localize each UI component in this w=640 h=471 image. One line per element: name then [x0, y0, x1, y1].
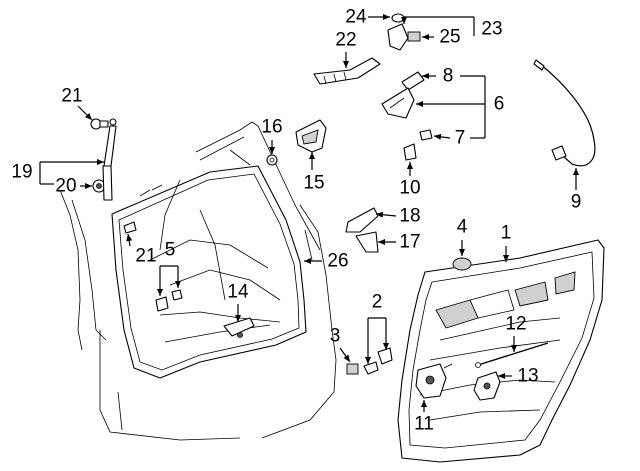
hinge-bracket-part: [295, 119, 327, 153]
callout-5[interactable]: 5: [165, 240, 176, 261]
callout-8[interactable]: 8: [443, 66, 454, 87]
callout-15[interactable]: 15: [303, 173, 324, 194]
callout-4[interactable]: 4: [457, 217, 468, 238]
callout-21-upper[interactable]: 21: [61, 86, 82, 107]
callout-12[interactable]: 12: [505, 314, 526, 335]
callout-13[interactable]: 13: [517, 366, 538, 387]
handle-cover-part: [401, 71, 425, 91]
callout-17[interactable]: 17: [399, 232, 420, 253]
lower-hinge-part: [223, 317, 255, 338]
trim-bracket-part: [345, 207, 379, 233]
handle-clip-part: [419, 129, 433, 141]
callout-20[interactable]: 20: [55, 176, 76, 197]
callout-2[interactable]: 2: [372, 292, 383, 313]
release-cable-part: [533, 59, 596, 167]
switch-part: [403, 143, 417, 161]
lift-support-part: [102, 118, 117, 201]
callout-1[interactable]: 1: [501, 223, 512, 244]
callout-25[interactable]: 25: [439, 27, 460, 48]
leader-lines: [39, 14, 579, 412]
vehicle-body-drawing: [59, 121, 337, 441]
pad-part: [346, 363, 359, 375]
bumper-pair-part: [155, 289, 183, 312]
release-handle-part: [381, 87, 415, 119]
callout-19[interactable]: 19: [11, 162, 32, 183]
callout-3[interactable]: 3: [330, 326, 341, 347]
callout-7[interactable]: 7: [455, 128, 466, 149]
latch-part: [415, 363, 453, 399]
wiring-harness-part: [313, 57, 381, 85]
callout-26[interactable]: 26: [327, 251, 348, 272]
latch-bracket-part: [473, 371, 501, 401]
callout-14[interactable]: 14: [227, 282, 249, 303]
callout-22[interactable]: 22: [335, 30, 356, 51]
callout-10[interactable]: 10: [399, 178, 420, 199]
callout-6[interactable]: 6: [494, 94, 505, 115]
callout-labels: 1 2 3 4 5 6 7 8 9 10 11 12 13 14 15 16 1…: [11, 7, 581, 435]
ball-stud-part: [90, 118, 109, 130]
bumper-part: [452, 257, 472, 271]
grommet-part: [266, 154, 278, 166]
callout-18[interactable]: 18: [399, 206, 420, 227]
striker-part: [123, 221, 137, 234]
callout-21-lower[interactable]: 21: [135, 246, 156, 267]
callout-24[interactable]: 24: [345, 7, 367, 28]
callout-11[interactable]: 11: [414, 414, 434, 435]
bracket-part: [355, 231, 379, 253]
callout-9[interactable]: 9: [571, 192, 582, 213]
liftgate-drawing: [397, 239, 605, 463]
bolt-pair-part: [363, 347, 393, 375]
callout-16[interactable]: 16: [261, 117, 282, 138]
callout-23[interactable]: 23: [481, 19, 502, 40]
